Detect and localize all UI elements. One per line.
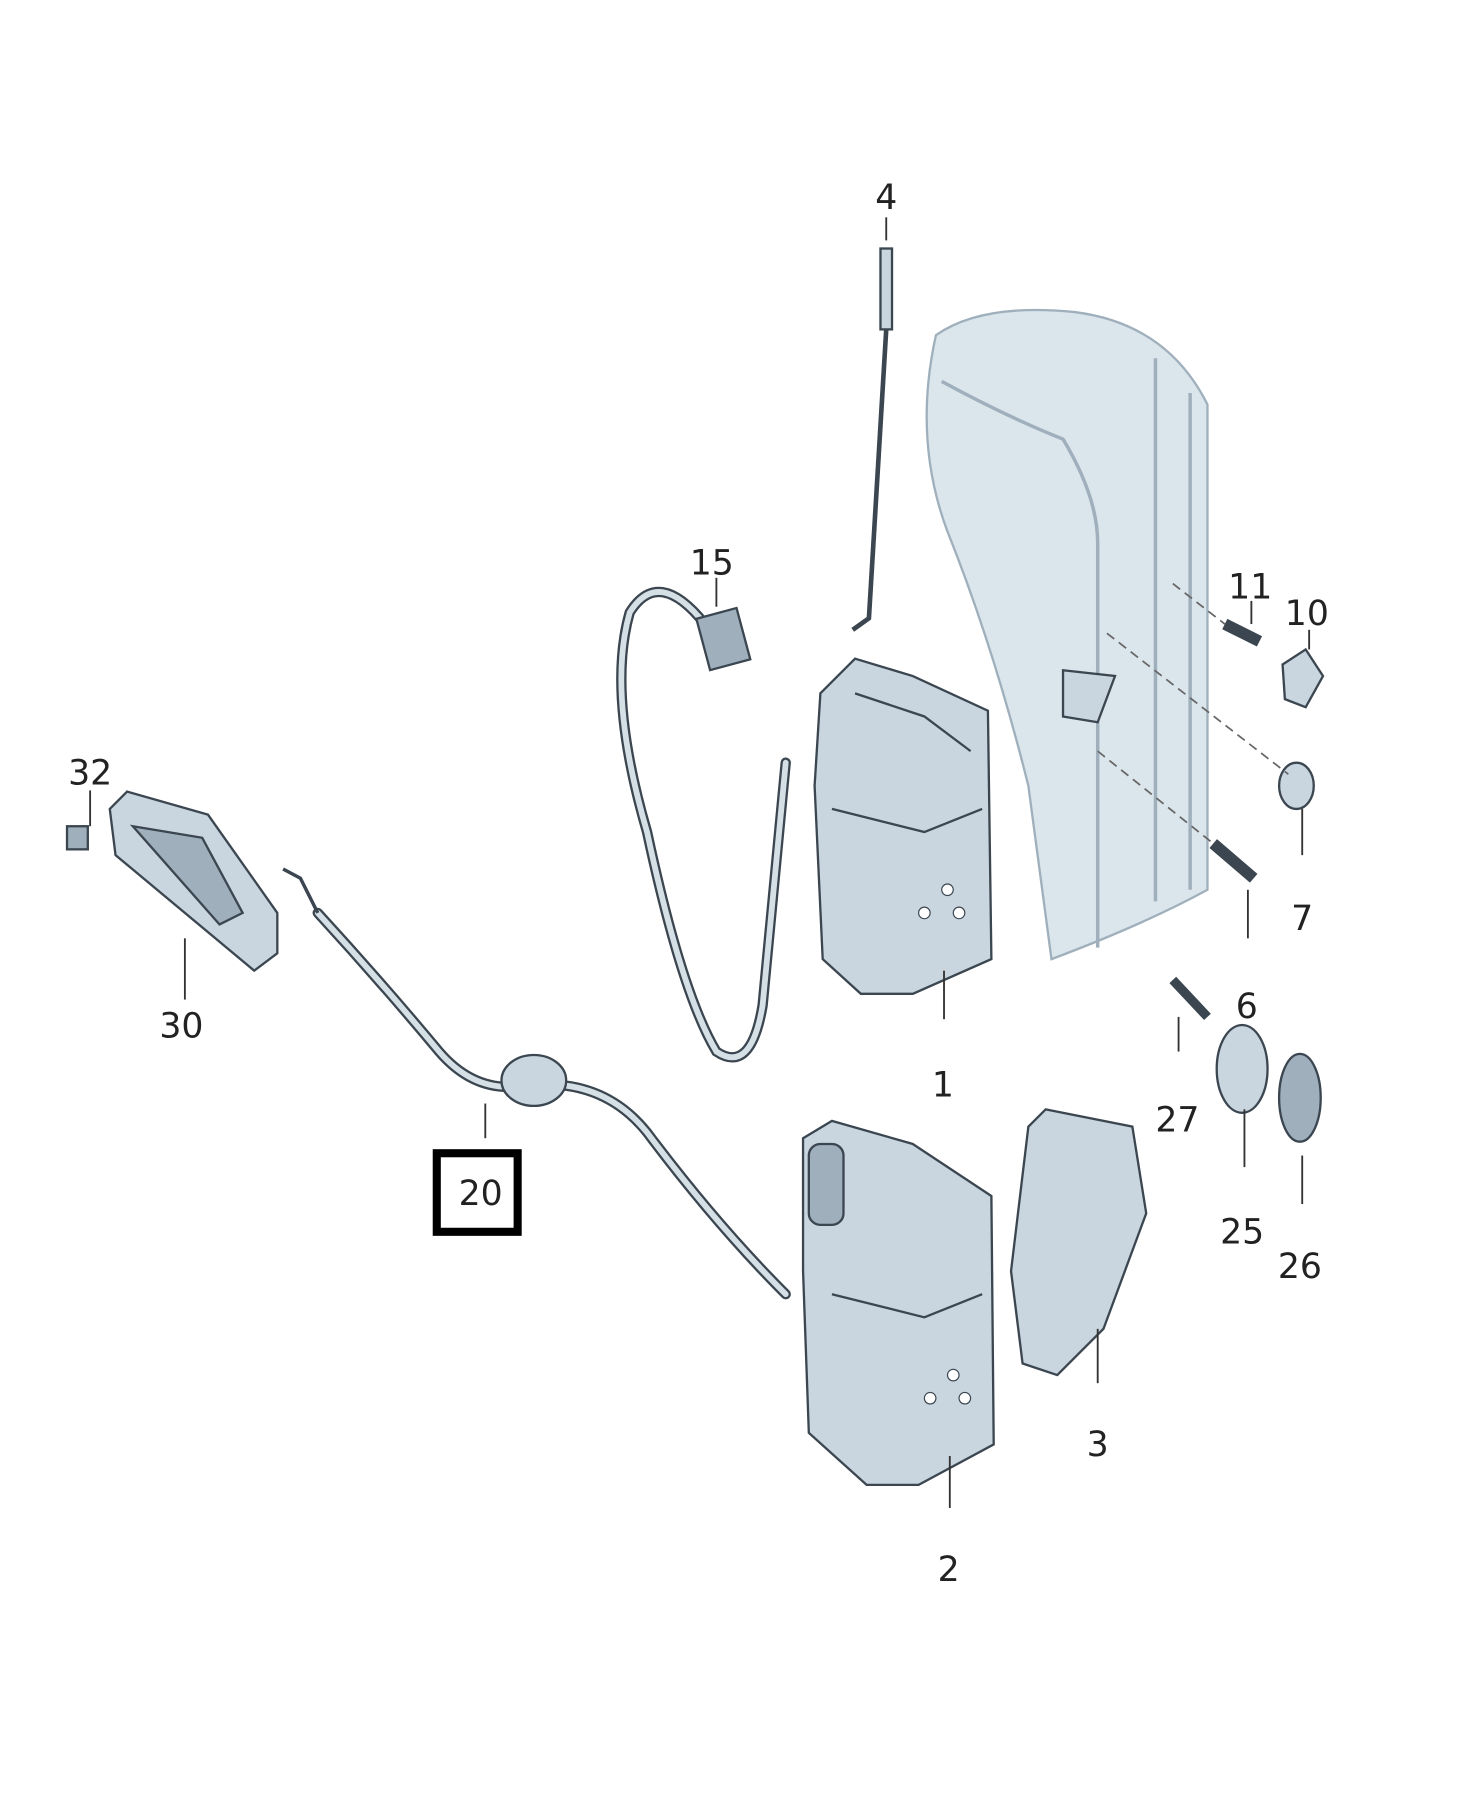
callout-26[interactable]: 26 bbox=[1278, 1247, 1322, 1287]
callout-25[interactable]: 25 bbox=[1220, 1212, 1264, 1252]
part-3-bracket bbox=[1009, 1108, 1148, 1377]
callout-30[interactable]: 30 bbox=[159, 1007, 203, 1047]
callout-2[interactable]: 2 bbox=[938, 1550, 960, 1590]
callout-7[interactable]: 7 bbox=[1291, 899, 1313, 939]
callout-10[interactable]: 10 bbox=[1285, 594, 1329, 634]
callout-15[interactable]: 15 bbox=[690, 543, 734, 583]
small-parts bbox=[1097, 582, 1325, 1143]
door-panel bbox=[925, 308, 1209, 961]
part-2-door-lock bbox=[801, 1119, 995, 1487]
callout-1[interactable]: 1 bbox=[932, 1066, 954, 1106]
callout-27[interactable]: 27 bbox=[1155, 1100, 1199, 1140]
callout-6[interactable]: 6 bbox=[1236, 987, 1258, 1027]
part-1-door-lock bbox=[813, 657, 993, 995]
leader-lines bbox=[89, 217, 1311, 1508]
part-15-cable bbox=[616, 586, 791, 1063]
part-4-rod bbox=[851, 247, 894, 632]
callout-3[interactable]: 3 bbox=[1087, 1425, 1109, 1465]
callout-4[interactable]: 4 bbox=[875, 178, 897, 218]
callout-32[interactable]: 32 bbox=[68, 754, 112, 794]
highlight-box-20 bbox=[432, 1149, 522, 1236]
callout-20[interactable]: 20 bbox=[459, 1174, 503, 1214]
part-20-cable bbox=[282, 867, 791, 1300]
part-30-handle bbox=[65, 790, 279, 973]
callout-11[interactable]: 11 bbox=[1228, 568, 1272, 608]
